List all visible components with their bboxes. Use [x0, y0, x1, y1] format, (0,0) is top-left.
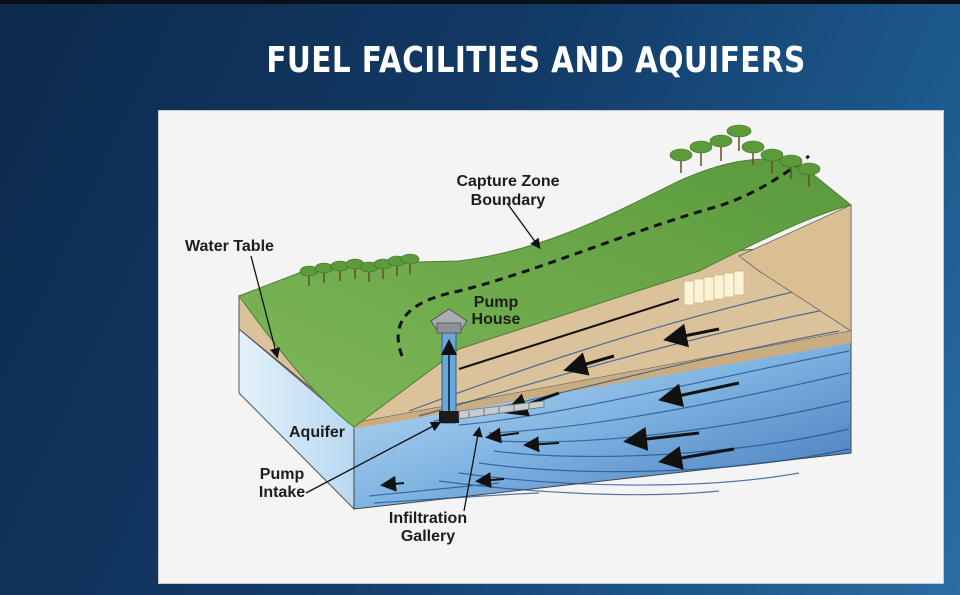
aquifer-diagram: Capture Zone Boundary Water Table Pump H… — [158, 110, 944, 584]
slide-title: FUEL FACILITIES AND AQUIFERS — [266, 40, 806, 81]
pump-intake-line2: Intake — [259, 484, 305, 501]
water-table-label: Water Table — [185, 238, 274, 255]
pump-house-label: Pump House — [472, 294, 521, 328]
capture-zone-boundary — [396, 154, 810, 357]
pump-house-line2: House — [472, 311, 521, 328]
fuel-tanks — [683, 270, 745, 306]
block-right-face — [738, 204, 852, 332]
infiltration-gallery-label: Infiltration Gallery — [389, 510, 467, 545]
label-leaders — [250, 202, 541, 512]
diagram-canvas: Capture Zone Boundary Water Table Pump H… — [185, 124, 853, 545]
infiltration-gallery — [458, 400, 545, 420]
capture-zone-line1: Capture Zone — [456, 173, 559, 190]
infiltration-line2: Gallery — [401, 528, 455, 545]
aquifer-label: Aquifer — [289, 424, 345, 441]
pump-intake-line1: Pump — [260, 466, 305, 483]
infiltration-line1: Infiltration — [389, 510, 467, 527]
pump-intake-label: Pump Intake — [259, 466, 305, 501]
capture-zone-line2: Boundary — [471, 192, 546, 209]
capture-zone-label: Capture Zone Boundary — [456, 173, 559, 209]
water-table-line — [458, 298, 680, 370]
pump-house-line1: Pump — [474, 294, 519, 311]
trees-right — [669, 124, 821, 187]
top-strip — [0, 0, 960, 4]
trees-left — [299, 253, 420, 286]
pump-well — [430, 308, 468, 424]
